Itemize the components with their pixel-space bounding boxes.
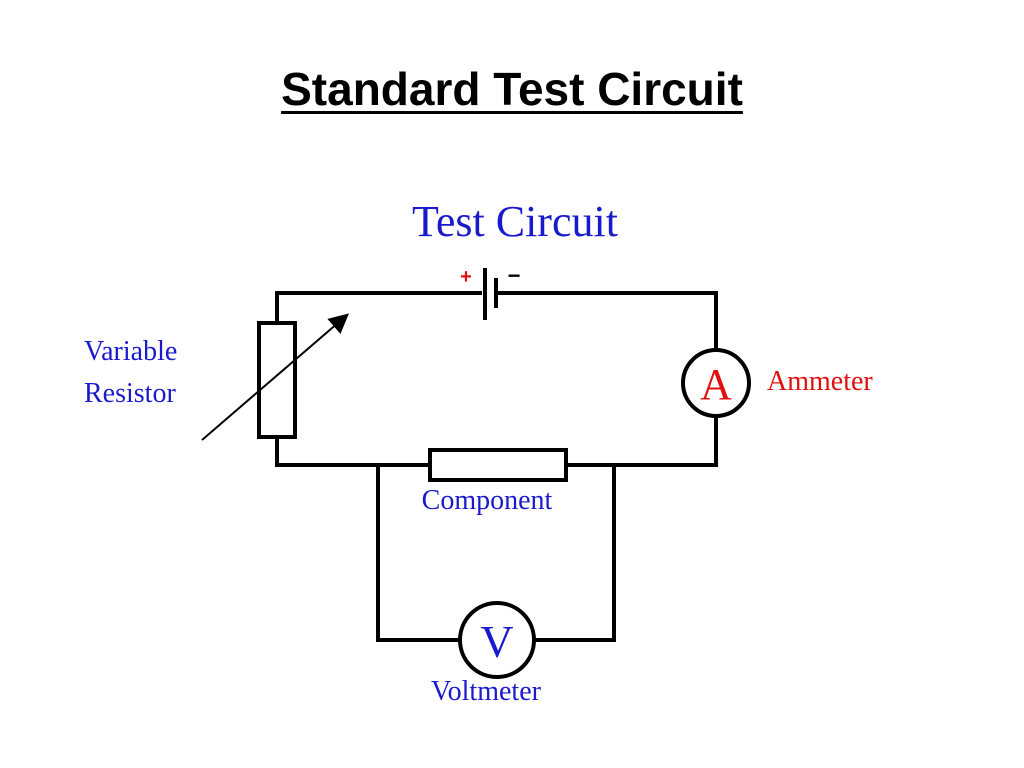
variable-resistor-body — [257, 321, 297, 439]
variable-resistor-label-line2: Resistor — [84, 378, 176, 409]
battery-positive-sign: + — [460, 266, 472, 288]
variable-resistor — [201, 313, 350, 441]
slide-title: Standard Test Circuit — [0, 62, 1024, 116]
component-resistor — [428, 448, 568, 482]
battery-negative-sign: − — [508, 263, 521, 288]
ammeter-symbol: A — [700, 360, 732, 409]
slide-title-text: Standard Test Circuit — [281, 63, 743, 115]
diagram-heading: Test Circuit — [412, 197, 618, 246]
circuit-wires — [275, 291, 718, 642]
component-label: Component — [422, 485, 553, 516]
voltmeter-symbol: V — [480, 616, 513, 667]
ammeter-circle — [681, 348, 751, 418]
ammeter-label: Ammeter — [767, 366, 873, 397]
voltmeter-label: Voltmeter — [431, 676, 542, 707]
variable-resistor-label-line1: Variable — [84, 336, 177, 367]
ammeter: A — [681, 348, 751, 418]
voltmeter: V — [458, 601, 536, 679]
voltmeter-circle — [458, 601, 536, 679]
variable-resistor-arrow — [201, 313, 350, 441]
battery-cell: + − — [460, 263, 520, 320]
